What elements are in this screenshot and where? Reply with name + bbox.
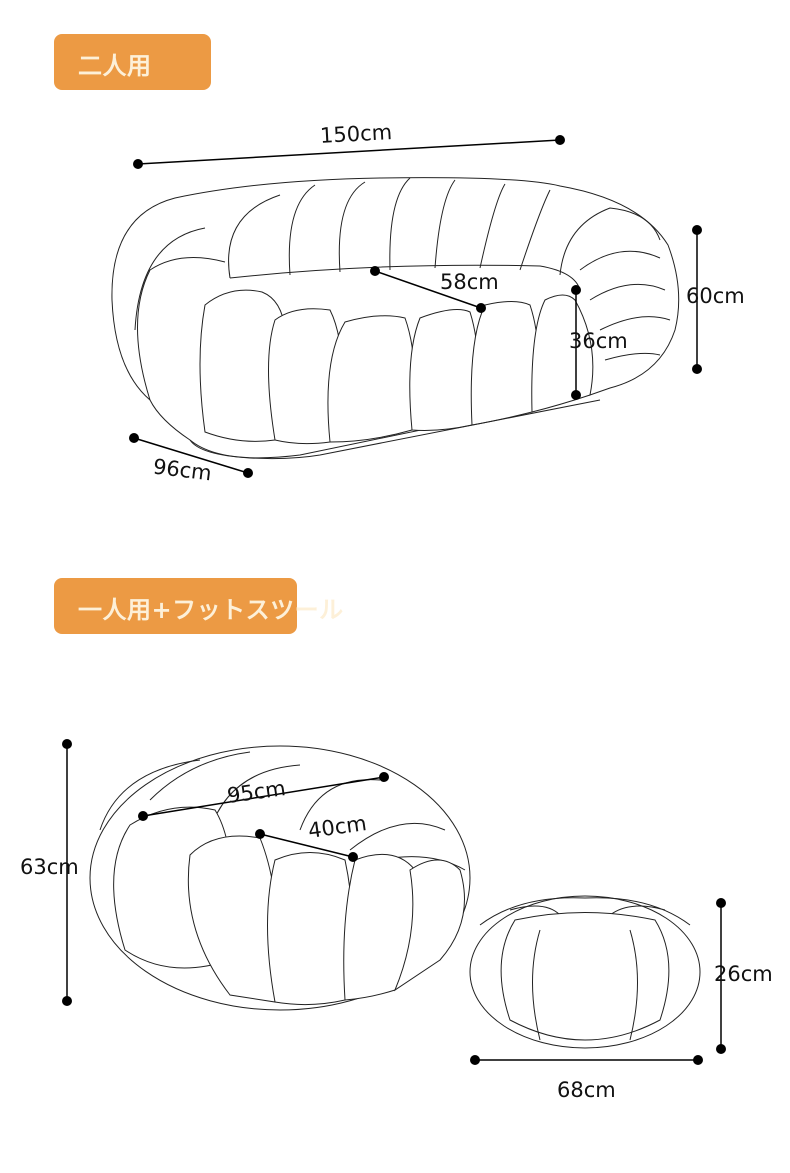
stool-height-label: 26cm (714, 962, 773, 986)
section-badge-two-seater: 二人用 (54, 34, 211, 90)
dimension-lines (62, 135, 726, 1065)
sofa-two-seater (111, 177, 680, 460)
section-title: 一人用+フットスツール (78, 596, 344, 624)
height-label: 60cm (686, 284, 745, 308)
seat-depth-label: 58cm (440, 270, 499, 294)
section-title: 二人用 (78, 52, 152, 80)
stool-width-label: 68cm (557, 1078, 616, 1102)
section-badge-single-ottoman: 一人用+フットスツール (54, 578, 343, 634)
single-chair (89, 745, 471, 1011)
chair-height-label: 63cm (20, 855, 79, 879)
seat-height-label: 36cm (569, 329, 628, 353)
width-label: 150cm (319, 120, 393, 148)
footstool (469, 895, 701, 1049)
